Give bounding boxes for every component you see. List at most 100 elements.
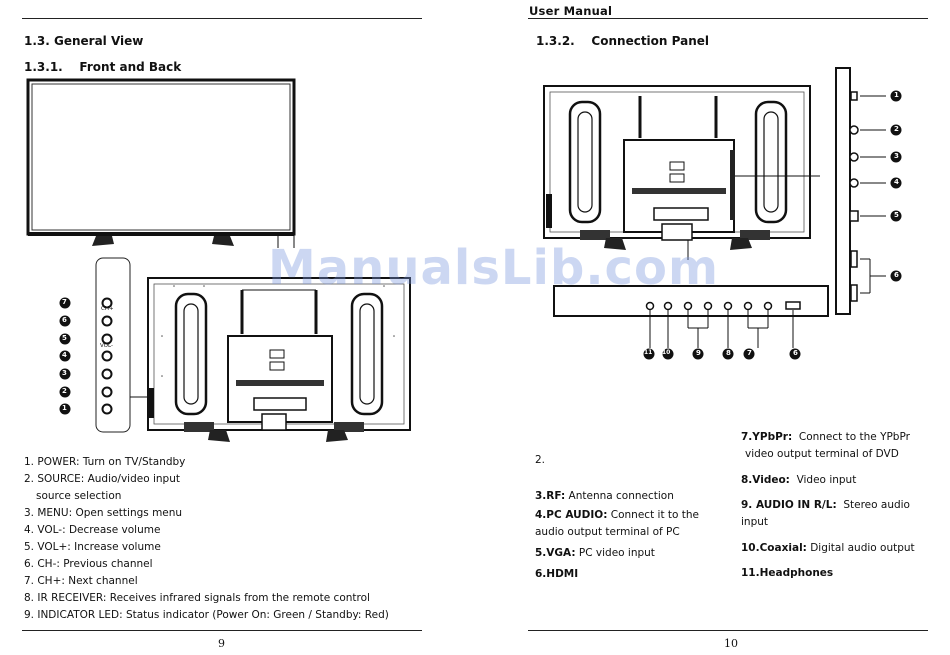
section-title: 1.3. General View [24,34,144,48]
label-source: 2. SOURCE: [24,473,85,485]
label-ir-receiver: 8. IR RECEIVER: [24,592,107,604]
text-ir-receiver: Receives infrared signals from the remot… [106,592,370,604]
item-vol-minus: 4. VOL-: Decrease volume [24,522,160,539]
label-hdmi: 6.HDMI [535,568,579,580]
side-button-panel [95,257,150,433]
text-ch-minus: Previous channel [59,558,153,570]
text-menu: Open settings menu [72,507,183,519]
item-2: 2. [535,452,545,469]
subsection-title-front-back: 1.3.1. Front and Back [24,60,182,74]
text-video: Video input [789,474,857,486]
side-callout-6: 6 [894,271,899,279]
label-vga: 5.VGA: [535,547,576,559]
text-ypbpr-cont: video output terminal of DVD [745,448,899,460]
page-number-left: 9 [218,637,225,650]
bottom-callout-8: 8 [726,349,731,357]
text-power: Turn on TV/Standby [79,456,186,468]
item-vol-plus: 5. VOL+: Increase volume [24,539,161,556]
button-label-ch-plus: CH+ [101,306,114,312]
label-vol-plus: 5. VOL+: [24,541,71,553]
label-pc-audio: 4.PC AUDIO: [535,509,608,521]
callout-7: 7 [62,298,67,306]
bottom-connector-strip [553,285,829,360]
callout-column-left [58,297,72,421]
label-ypbpr: 7.YPbPr: [741,431,793,443]
callout-circles [59,297,71,415]
text-ch-plus: Next channel [64,575,138,587]
item-audio-in-cont: input [741,514,768,531]
side-connector-strip [835,67,902,315]
side-callout-2: 2 [894,125,899,133]
item-ch-minus: 6. CH-: Previous channel [24,556,153,573]
label-power: 1. POWER: [24,456,80,468]
watermark: ManualsLib.com [268,240,719,296]
label-audio-in: 9. AUDIO IN R/L: [741,499,837,511]
text-source-cont: source selection [36,490,122,502]
text-rf: Antenna connection [565,490,674,502]
top-rule-left [22,18,422,19]
text-vol-plus: Increase volume [70,541,161,553]
callout-2: 2 [62,387,67,395]
tv-back-illustration [147,277,411,442]
tv-back-connection-illustration [543,85,820,260]
item-source: 2. SOURCE: Audio/video input [24,471,180,488]
item-hdmi: 6.HDMI [535,566,578,583]
item-audio-in: 9. AUDIO IN R/L: Stereo audio [741,497,910,514]
label-ch-minus: 6. CH-: [24,558,60,570]
bottom-callout-9: 9 [696,349,701,357]
item-coaxial: 10.Coaxial: Digital audio output [741,540,915,557]
text-pc-audio-cont: audio output terminal of PC [535,526,680,538]
item-headphones: 11.Headphones [741,565,833,582]
side-callout-1: 1 [894,91,899,99]
side-callout-4: 4 [894,178,899,186]
label-rf: 3.RF: [535,490,566,502]
item-rf: 3.RF: Antenna connection [535,488,674,505]
bottom-callout-7: 7 [747,349,752,357]
label-vol-minus: 4. VOL-: [24,524,66,536]
top-rule-right [528,18,928,19]
page-number-right: 10 [724,637,738,650]
text-vol-minus: Decrease volume [65,524,161,536]
side-callout-3: 3 [894,152,899,160]
button-label-vol-minus: VOL- [100,343,113,349]
callout-5: 5 [62,334,67,342]
bottom-rule-right [528,630,928,631]
bottom-callout-10: 10 [662,349,671,356]
label-menu: 3. MENU: [24,507,73,519]
text-vga: PC video input [575,547,655,559]
item-power: 1. POWER: Turn on TV/Standby [24,454,185,471]
callout-4: 4 [62,351,67,359]
text-audio-in: Stereo audio [836,499,910,511]
text-pc-audio: Connect it to the [607,509,700,521]
label-indicator-led: 9. INDICATOR LED: [24,609,123,621]
item-pc-audio-cont: audio output terminal of PC [535,524,680,541]
text-ypbpr: Connect to the YPbPr [792,431,910,443]
label-headphones: 11.Headphones [741,567,834,579]
label-coaxial: 10.Coaxial: [741,542,807,554]
text-source: Audio/video input [84,473,180,485]
item-ypbpr-cont: video output terminal of DVD [745,446,899,463]
bottom-rule-left [22,630,422,631]
item-pc-audio: 4.PC AUDIO: Connect it to the [535,507,699,524]
text-indicator-led: Status indicator (Power On: Green / Stan… [122,609,389,621]
tv-front-illustration [26,78,296,248]
callout-1: 1 [62,404,67,412]
text-item-2: 2. [535,454,546,466]
subsection-title-connection-panel: 1.3.2. Connection Panel [536,34,710,48]
item-ypbpr: 7.YPbPr: Connect to the YPbPr [741,429,910,446]
callout-6: 6 [62,316,67,324]
item-video: 8.Video: Video input [741,472,856,489]
item-menu: 3. MENU: Open settings menu [24,505,182,522]
bottom-callout-6: 6 [793,349,798,357]
text-coaxial: Digital audio output [806,542,915,554]
side-callout-5: 5 [894,211,899,219]
callout-3: 3 [62,369,67,377]
item-ir-receiver: 8. IR RECEIVER: Receives infrared signal… [24,590,370,607]
bottom-callout-11: 11 [644,349,653,356]
item-indicator-led: 9. INDICATOR LED: Status indicator (Powe… [24,607,389,624]
item-source-cont: source selection [36,488,121,505]
label-ch-plus: 7. CH+: [24,575,65,587]
label-video: 8.Video: [741,474,790,486]
header-user-manual: User Manual [529,4,613,18]
item-vga: 5.VGA: PC video input [535,545,655,562]
